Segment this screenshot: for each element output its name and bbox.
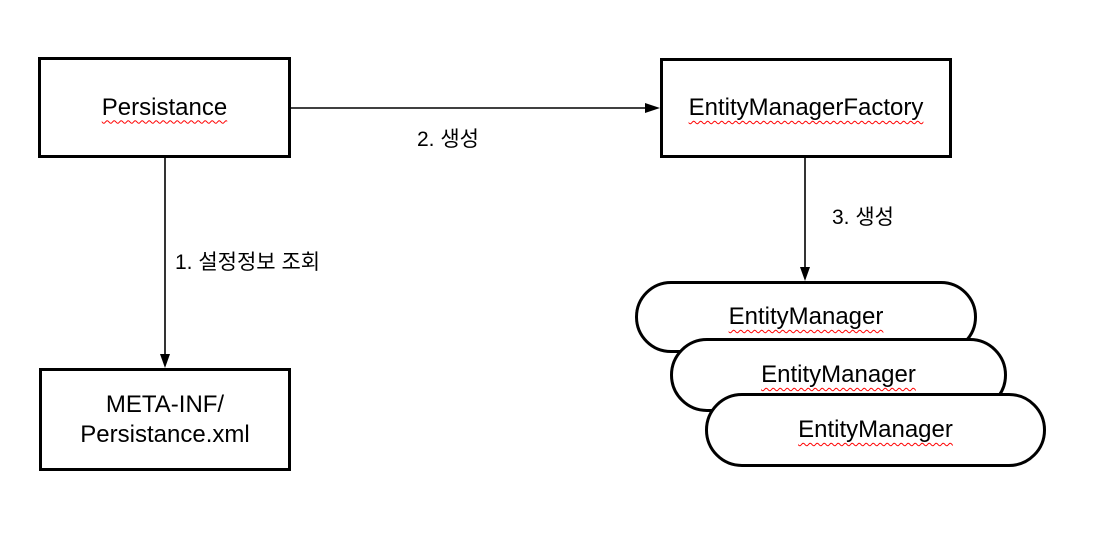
arrowhead-down-icon — [160, 354, 170, 368]
arrow-config-lookup — [160, 157, 170, 368]
node-label-line1: META-INF/ — [105, 390, 225, 418]
arrow-create-managers — [800, 158, 810, 281]
arrow-create-factory — [291, 103, 660, 113]
edge-label-config-lookup: 1. 설정정보 조회 — [175, 251, 321, 274]
edge-label-create-factory: 2. 생성 — [417, 128, 479, 151]
node-label: EntityManager — [761, 361, 916, 388]
arrowhead-right-icon — [645, 103, 660, 113]
node-label-line2: Persistance.xml — [80, 420, 250, 448]
node-entity-manager-3: EntityManager — [705, 393, 1046, 467]
node-label: EntityManager — [798, 416, 953, 443]
node-persistance: Persistance — [38, 57, 291, 158]
node-label: EntityManager — [728, 303, 884, 330]
arrowhead-down-icon — [800, 267, 810, 281]
node-label: Persistance — [101, 93, 228, 121]
edge-label-create-managers: 3. 생성 — [832, 206, 894, 229]
node-meta-inf: META-INF/ Persistance.xml — [39, 368, 291, 471]
node-label: EntityManagerFactory — [688, 94, 924, 121]
node-entity-manager-factory: EntityManagerFactory — [660, 58, 952, 158]
